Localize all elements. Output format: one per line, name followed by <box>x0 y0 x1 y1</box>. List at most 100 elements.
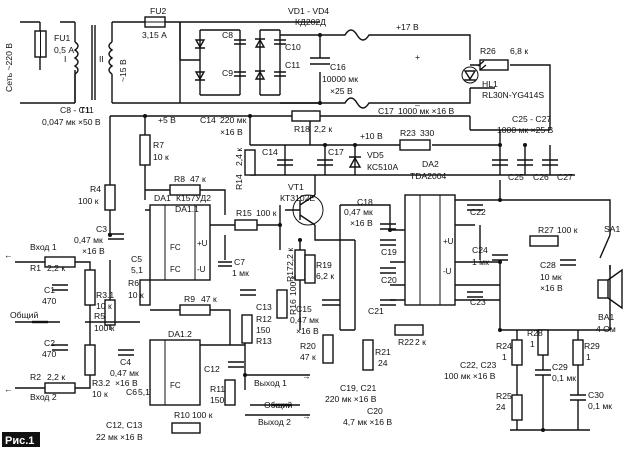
resistor-r31 <box>84 269 96 306</box>
r25-value: 24 <box>496 402 506 412</box>
r11-label: R11 <box>210 384 225 394</box>
c24-value: 1 мк <box>472 257 489 267</box>
c22-label: C22 <box>470 207 486 217</box>
r4-label: R4 <box>90 184 101 194</box>
bridge-frame <box>179 21 320 104</box>
rail-plus17 <box>280 29 551 130</box>
da1-type: К157УД2 <box>176 193 211 203</box>
capacitor-c19 <box>380 239 396 246</box>
c29-label: C29 <box>552 362 568 372</box>
da2-label: DA2 <box>422 159 439 169</box>
capacitor-c4 <box>118 349 134 356</box>
r8-feedback <box>145 189 226 215</box>
c2-label: C2 <box>44 338 55 348</box>
r32-label: R3.2 <box>92 378 110 388</box>
r24-value: 1 <box>502 352 507 362</box>
da2-input <box>339 204 405 331</box>
resistor-r25 <box>511 394 523 421</box>
c18-value1: 0,47 мк <box>344 207 373 217</box>
c5-label: C5 <box>131 254 142 264</box>
r27-label: R27 <box>538 225 554 235</box>
r2-value: 2,2 к <box>47 372 65 382</box>
capacitor-c10 <box>274 39 286 45</box>
resistor-r12 <box>241 314 253 344</box>
capacitor-c23 <box>467 291 483 298</box>
c22c23-label: C22, C23 <box>460 360 497 370</box>
diode-vd1 <box>194 39 206 49</box>
c8-label: C8 <box>222 30 233 40</box>
svg-text:→: → <box>302 411 311 421</box>
r25-label: R25 <box>496 391 512 401</box>
fu2-label: FU2 <box>150 6 166 16</box>
zener-vd5 <box>348 156 362 168</box>
r4-value: 100 к <box>78 196 99 206</box>
resistor-r14 <box>244 149 256 176</box>
resistor-r23 <box>399 139 431 151</box>
r2-label: R2 <box>30 372 41 382</box>
c30-label: C30 <box>588 390 604 400</box>
capacitor-c20 <box>380 267 396 274</box>
c12-label: C12 <box>204 364 220 374</box>
r22-label: R22 <box>398 337 414 347</box>
capacitor-c15 <box>322 299 340 306</box>
r14-label: R14 <box>234 174 244 190</box>
c3-label: C3 <box>96 224 107 234</box>
c13-label: C13 <box>256 302 272 312</box>
c4-value2: ×16 В <box>115 378 138 388</box>
c14top-value2: ×16 В <box>220 127 243 137</box>
r13-label: R13 <box>256 336 272 346</box>
c27-label: C27 <box>557 172 573 182</box>
da2-minus-u: -U <box>443 267 452 276</box>
capacitor-c26 <box>517 159 533 166</box>
r23-label: R23 <box>400 128 416 138</box>
da12-label: DA1.2 <box>168 329 192 339</box>
labels: Сеть ~220 В FU1 0,5 А I II ~15 В T1 FU2 … <box>4 6 620 442</box>
c12c13-value: 22 мк ×16 В <box>96 432 143 442</box>
r6-value: 10 к <box>128 290 144 300</box>
capacitor-c11 <box>274 71 286 77</box>
da12-output <box>200 325 246 390</box>
c14-label: C14 <box>262 147 278 157</box>
c16-label: C16 <box>330 62 346 72</box>
r29-value: 1 <box>586 352 591 362</box>
capacitor-c9 <box>234 71 246 77</box>
vd5-type: КС510А <box>367 162 398 172</box>
resistor-r4 <box>104 184 116 211</box>
r14-value: 2,4 к <box>234 148 244 166</box>
t1-secondary: II <box>99 54 104 64</box>
r15-label: R15 <box>236 208 252 218</box>
c18-label: C18 <box>357 197 373 207</box>
r20-value: 47 к <box>300 352 316 362</box>
opamp-da12 <box>149 339 201 406</box>
figure-label: Рис.1 <box>5 435 34 447</box>
capacitor-c27 <box>542 159 558 166</box>
hl1-label: HL1 <box>482 79 498 89</box>
r21-value: 24 <box>378 358 388 368</box>
resistor-r27 <box>529 235 559 247</box>
r1-value: 2,2 к <box>47 263 65 273</box>
r19-label: R19 <box>316 260 332 270</box>
common2-label: Общий <box>264 400 292 410</box>
vt1-connections <box>299 175 355 330</box>
resistor-r19 <box>304 254 316 284</box>
r20-label: R20 <box>300 341 316 351</box>
secondary-wires <box>112 21 181 104</box>
r7-label: R7 <box>153 140 164 150</box>
r29-label: R29 <box>584 341 600 351</box>
c16-value1: 10000 мк <box>322 74 358 84</box>
ba1-value: 4 Ом <box>596 324 616 334</box>
c15-value1: 0,47 мк <box>290 315 319 325</box>
v17-label: +17 В <box>396 22 419 32</box>
r9-label: R9 <box>184 294 195 304</box>
r26-value: 6,8 к <box>510 46 528 56</box>
t1-primary: I <box>64 54 66 64</box>
r9-feedback <box>150 309 231 345</box>
r16-value: 100 к <box>288 275 298 296</box>
c20-label: C20 <box>381 275 397 285</box>
c25c27-value: 1000 мк ×25 В <box>497 125 554 135</box>
svg-text:+: + <box>415 52 420 62</box>
r10-value: 100 к <box>192 410 213 420</box>
c26-label: C26 <box>533 172 549 182</box>
vd-type: КД202Д <box>295 17 326 27</box>
